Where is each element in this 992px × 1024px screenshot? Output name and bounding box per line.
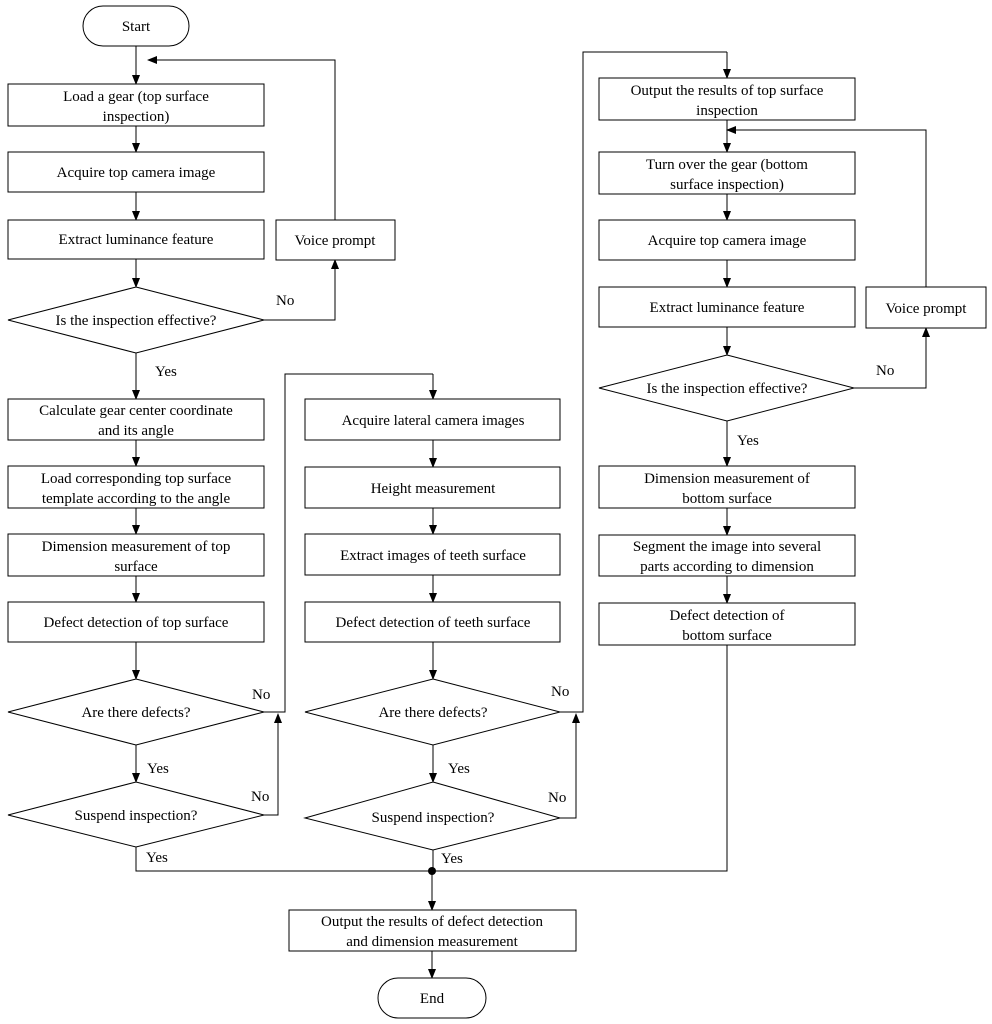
label-yes-suspend-2: Yes xyxy=(441,851,463,867)
effective-label-1: Is the inspection effective? xyxy=(56,313,217,329)
extract-luminance-label-1: Extract luminance feature xyxy=(59,232,214,248)
acquire-lateral-box: Acquire lateral camera images xyxy=(304,398,561,441)
height-label: Height measurement xyxy=(371,481,496,497)
load-template-box: Load corresponding top surface template … xyxy=(7,465,265,509)
defect-top-label: Defect detection of top surface xyxy=(44,615,229,631)
turn-over-label-1: Turn over the gear (bottom xyxy=(646,157,808,173)
voice-prompt-box-2: Voice prompt xyxy=(865,286,987,329)
suspend-decision-1: Suspend inspection? xyxy=(7,781,265,848)
height-box: Height measurement xyxy=(304,466,561,509)
defect-teeth-label: Defect detection of teeth surface xyxy=(336,615,531,631)
acquire-top-box-2: Acquire top camera image xyxy=(598,219,856,261)
extract-teeth-box: Extract images of teeth surface xyxy=(304,533,561,576)
effective-decision-2: Is the inspection effective? xyxy=(598,354,856,422)
voice-prompt-label-1: Voice prompt xyxy=(295,233,377,249)
edge-q1-no xyxy=(264,373,433,713)
edge-s1-no xyxy=(264,713,282,816)
label-no-effective-1: No xyxy=(276,293,294,309)
label-no-defects-1: No xyxy=(252,687,270,703)
suspend-q2-label: Suspend inspection? xyxy=(372,810,495,826)
end-terminal: End xyxy=(377,977,487,1019)
calc-center-box: Calculate gear center coordinate and its… xyxy=(7,398,265,441)
defects-decision-1: Are there defects? xyxy=(7,678,265,746)
calc-center-label-2: and its angle xyxy=(98,423,174,439)
label-no-suspend-2: No xyxy=(548,790,566,806)
voice-prompt-label-2: Voice prompt xyxy=(886,301,968,317)
load-gear-label-1: Load a gear (top surface xyxy=(63,89,209,105)
acquire-lateral-label: Acquire lateral camera images xyxy=(342,413,525,429)
turn-over-label-2: surface inspection) xyxy=(670,177,784,193)
calc-center-label-1: Calculate gear center coordinate xyxy=(39,403,233,419)
acquire-top-box-1: Acquire top camera image xyxy=(7,151,265,193)
output-top-box: Output the results of top surface inspec… xyxy=(598,77,856,121)
label-no-defects-2: No xyxy=(551,684,569,700)
dim-top-label-1: Dimension measurement of top xyxy=(42,539,231,555)
acquire-top-label-2: Acquire top camera image xyxy=(648,233,807,249)
dim-bottom-label-1: Dimension measurement of xyxy=(644,471,810,487)
load-template-label-2: template according to the angle xyxy=(42,491,231,507)
output-top-label-2: inspection xyxy=(696,103,758,119)
start-terminal: Start xyxy=(82,5,190,47)
defects-q1-label: Are there defects? xyxy=(81,705,190,721)
segment-label-1: Segment the image into several xyxy=(633,539,821,555)
extract-luminance-label-2: Extract luminance feature xyxy=(650,300,805,316)
label-yes-effective-2: Yes xyxy=(737,433,759,449)
dim-top-box: Dimension measurement of top surface xyxy=(7,533,265,577)
label-yes-suspend-1: Yes xyxy=(146,850,168,866)
label-yes-effective-1: Yes xyxy=(155,364,177,380)
effective-decision-1: Is the inspection effective? xyxy=(7,286,265,354)
label-no-suspend-1: No xyxy=(251,789,269,805)
label-yes-defects-1: Yes xyxy=(147,761,169,777)
suspend-q1-label: Suspend inspection? xyxy=(75,808,198,824)
load-template-label-1: Load corresponding top surface xyxy=(41,471,232,487)
end-label: End xyxy=(420,991,445,1007)
edge-s1-yes xyxy=(135,847,432,872)
dim-bottom-label-2: bottom surface xyxy=(682,491,772,507)
dim-bottom-box: Dimension measurement of bottom surface xyxy=(598,465,856,509)
edges xyxy=(132,46,930,979)
output-top-label-1: Output the results of top surface xyxy=(631,83,824,99)
defect-teeth-box: Defect detection of teeth surface xyxy=(304,601,561,643)
extract-luminance-box-2: Extract luminance feature xyxy=(598,286,856,328)
turn-over-box: Turn over the gear (bottom surface inspe… xyxy=(598,151,856,195)
suspend-decision-2: Suspend inspection? xyxy=(303,781,562,851)
extract-teeth-label: Extract images of teeth surface xyxy=(340,548,526,564)
start-label: Start xyxy=(122,19,151,35)
edge-voice2-back xyxy=(726,126,927,287)
defect-top-box: Defect detection of top surface xyxy=(7,601,265,643)
acquire-top-label-1: Acquire top camera image xyxy=(57,165,216,181)
edge-labels: No Yes No Yes No Yes No Yes No Yes No Ye… xyxy=(146,293,894,867)
edge-s2-no xyxy=(560,713,580,819)
defect-bottom-box: Defect detection of bottom surface xyxy=(598,602,856,646)
segment-label-2: parts according to dimension xyxy=(640,559,814,575)
defects-q2-label: Are there defects? xyxy=(378,705,487,721)
load-gear-label-2: inspection) xyxy=(103,109,170,125)
defect-bottom-label-2: bottom surface xyxy=(682,628,772,644)
output-final-label-1: Output the results of defect detection xyxy=(321,914,544,930)
edge-voice-back xyxy=(147,56,336,220)
load-gear-box: Load a gear (top surface inspection) xyxy=(7,83,265,127)
label-no-effective-2: No xyxy=(876,363,894,379)
edge-bottom-merge xyxy=(432,645,728,872)
extract-luminance-box-1: Extract luminance feature xyxy=(7,219,265,260)
segment-box: Segment the image into several parts acc… xyxy=(598,534,856,577)
dim-top-label-2: surface xyxy=(114,559,158,575)
defect-bottom-label-1: Defect detection of xyxy=(670,608,785,624)
output-final-label-2: and dimension measurement xyxy=(346,934,518,950)
voice-prompt-box-1: Voice prompt xyxy=(275,219,396,261)
effective-label-2: Is the inspection effective? xyxy=(647,381,808,397)
edge-effective-no-voice xyxy=(264,259,339,321)
edge-effective2-no xyxy=(854,327,930,389)
output-final-box: Output the results of defect detection a… xyxy=(288,909,577,952)
defects-decision-2: Are there defects? xyxy=(304,678,562,746)
label-yes-defects-2: Yes xyxy=(448,761,470,777)
edge-q2-no xyxy=(560,51,727,713)
